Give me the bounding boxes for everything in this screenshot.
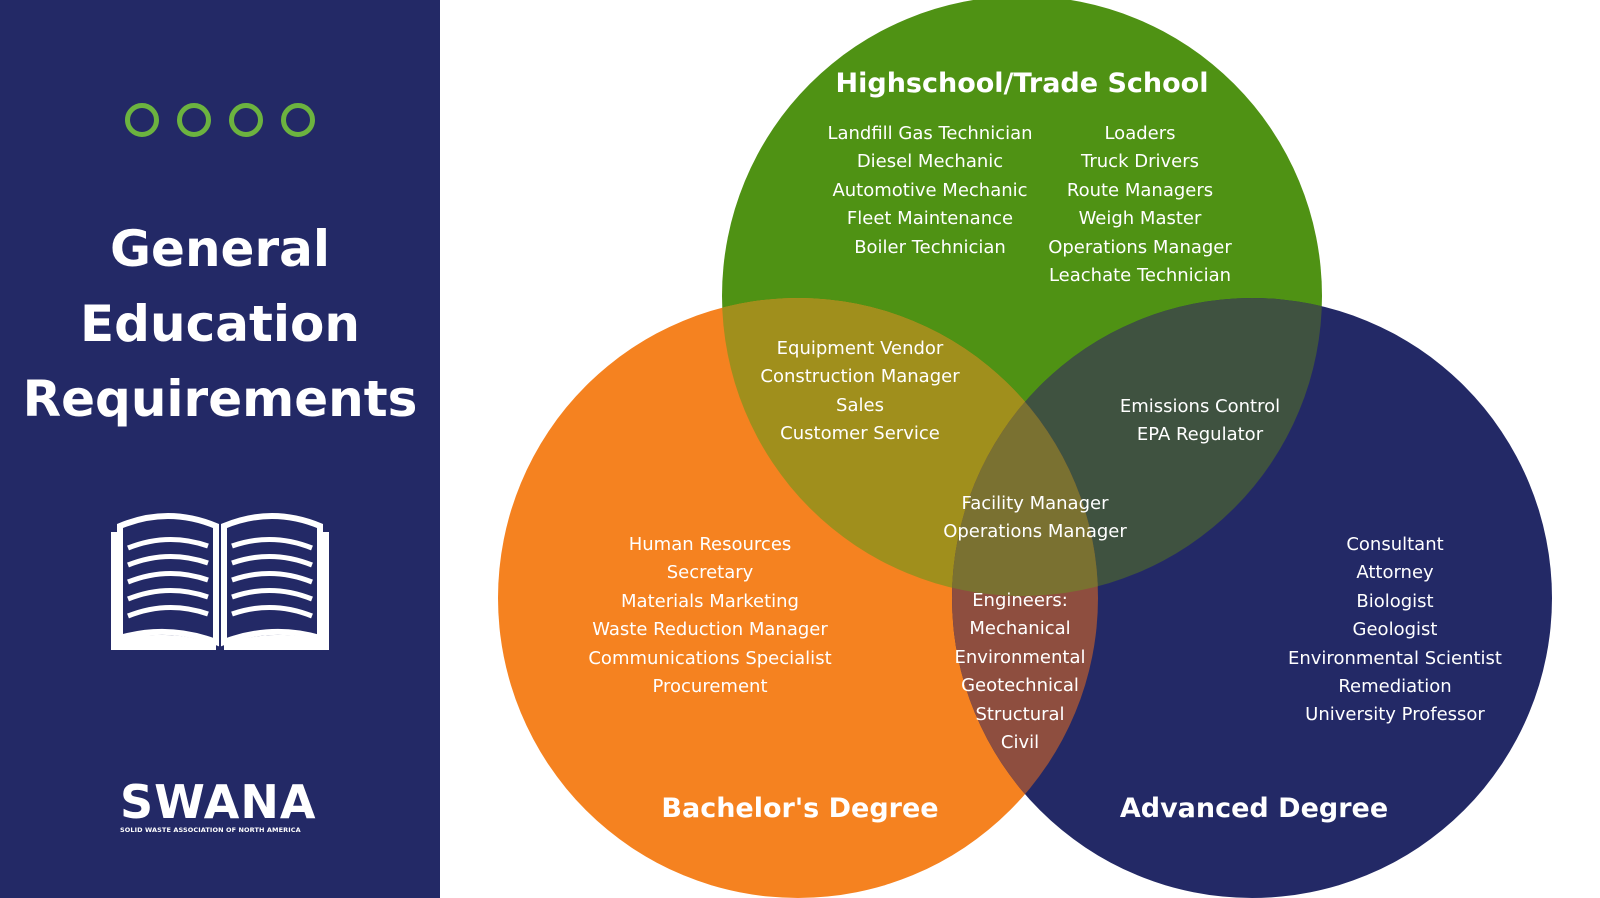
list-item: Engineers: — [972, 590, 1068, 611]
list-item: Materials Marketing — [621, 590, 799, 612]
swana-logo: SWANA SOLID WASTE ASSOCIATION OF NORTH A… — [120, 775, 320, 834]
list-item: Operations Manager — [1048, 236, 1232, 258]
list-item: University Professor — [1305, 704, 1485, 726]
list-item: Biologist — [1356, 590, 1434, 612]
circle-icon — [281, 103, 315, 137]
heading-highschool: Highschool/Trade School — [835, 68, 1209, 99]
circle-icon — [125, 103, 159, 137]
list-item: Operations Manager — [943, 521, 1127, 543]
heading-bachelors: Bachelor's Degree — [661, 793, 939, 824]
list-item: Geotechnical — [961, 675, 1079, 697]
title-line: Requirements — [22, 370, 418, 428]
logo-wordmark: SWANA — [120, 775, 317, 829]
list-item: Geologist — [1352, 619, 1438, 641]
overlap-highschool-bachelors — [722, 298, 1098, 596]
list-item: Facility Manager — [961, 493, 1109, 514]
list-item: Mechanical — [969, 618, 1071, 640]
list-item: Landfill Gas Technician — [827, 123, 1033, 144]
list-item: Communications Specialist — [588, 647, 832, 669]
list-bachelors-advanced: Engineers: Mechanical Environmental Geot… — [940, 587, 1100, 757]
list-item: Route Managers — [1066, 179, 1214, 201]
list-item: Automotive Mechanic — [832, 179, 1028, 201]
heading-advanced: Advanced Degree — [1119, 793, 1389, 824]
list-item: Sales — [836, 394, 884, 416]
list-item: Customer Service — [780, 423, 940, 445]
list-item: Loaders — [1104, 123, 1176, 144]
list-item: Human Resources — [628, 534, 792, 555]
list-item: Environmental Scientist — [1288, 647, 1502, 669]
sidebar: General Education Requirements SWANA SOL… — [0, 0, 440, 898]
list-item: Weigh Master — [1078, 208, 1202, 230]
decorative-dots — [125, 103, 325, 139]
list-item: Waste Reduction Manager — [592, 619, 828, 641]
list-bachelors-only: Human Resources Secretary Materials Mark… — [565, 531, 855, 701]
list-item: Diesel Mechanic — [856, 151, 1004, 173]
list-item: Civil — [1000, 732, 1040, 754]
list-advanced-only: Consultant Attorney Biologist Geologist … — [1250, 531, 1540, 730]
list-highschool-advanced: Emissions Control EPA Regulator — [1080, 393, 1320, 450]
circle-icon — [229, 103, 263, 137]
logo-subtitle: SOLID WASTE ASSOCIATION OF NORTH AMERICA — [120, 826, 301, 834]
list-item: Truck Drivers — [1081, 151, 1199, 173]
title-line: General — [110, 220, 330, 278]
circle-icon — [177, 103, 211, 137]
title-line: Education — [80, 295, 360, 353]
overlap-highschool-advanced — [952, 298, 1322, 596]
list-item: Secretary — [666, 562, 754, 584]
list-item: Environmental — [954, 646, 1086, 668]
list-item: Attorney — [1356, 562, 1434, 584]
list-item: EPA Regulator — [1136, 424, 1264, 446]
page-title: General Education Requirements — [0, 212, 440, 437]
list-highschool-left: Landfill Gas Technician Diesel Mechanic … — [780, 120, 1080, 262]
list-item: Fleet Maintenance — [846, 208, 1014, 230]
list-item: Procurement — [652, 676, 768, 698]
list-item: Leachate Technician — [1048, 265, 1232, 287]
list-item: Structural — [975, 703, 1065, 725]
open-book-icon — [111, 513, 329, 650]
list-item: Consultant — [1346, 534, 1444, 555]
list-item: Equipment Vendor — [776, 338, 944, 359]
list-item: Boiler Technician — [854, 236, 1006, 258]
list-item: Construction Manager — [760, 366, 960, 388]
list-highschool-right: Loaders Truck Drivers Route Managers Wei… — [1000, 120, 1280, 290]
list-item: Emissions Control — [1119, 396, 1281, 417]
list-all-three: Facility Manager Operations Manager — [915, 490, 1155, 547]
list-item: Remediation — [1338, 676, 1452, 698]
list-highschool-bachelors: Equipment Vendor Construction Manager Sa… — [735, 335, 985, 449]
